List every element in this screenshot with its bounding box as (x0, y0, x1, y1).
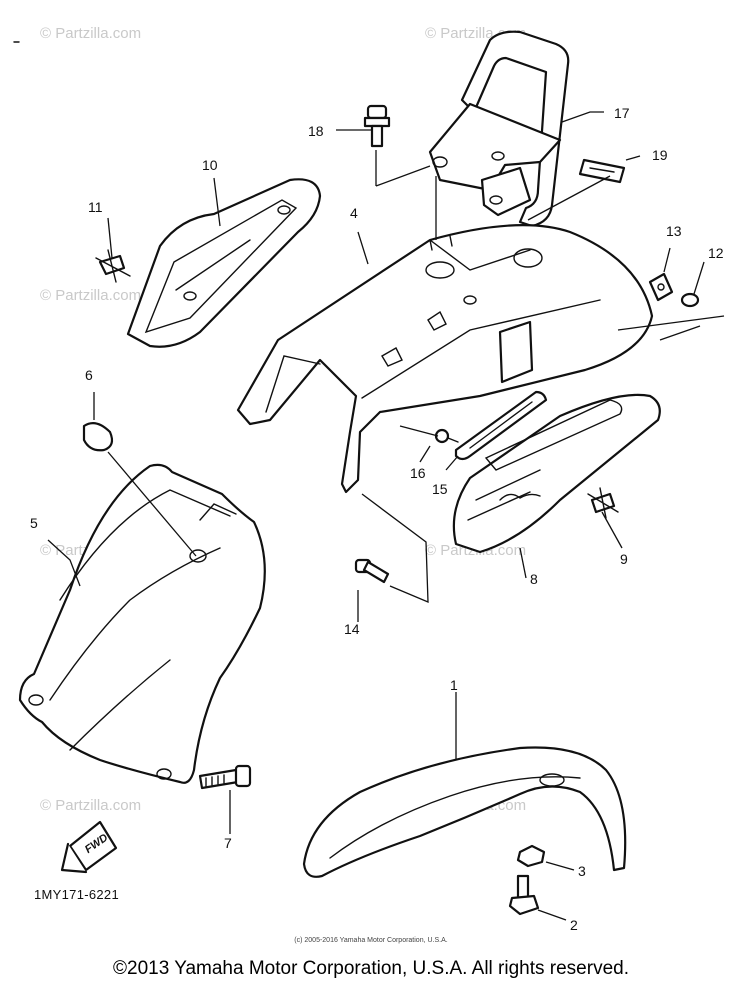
callout-number: 1 (450, 677, 458, 693)
callout-number: 7 (224, 835, 232, 851)
cap-part[interactable] (82, 421, 114, 452)
left-side-cover-part[interactable] (126, 178, 322, 348)
callout-number: 9 (620, 551, 628, 567)
fwd-arrow-icon: FWD (60, 820, 118, 874)
bolt-part[interactable] (198, 764, 252, 790)
callout-number: 6 (85, 367, 93, 383)
small-bolt-part[interactable] (434, 428, 459, 444)
inner-fender-part[interactable] (18, 463, 266, 784)
bolt-part[interactable] (354, 558, 390, 584)
watermark: © Partzilla.com (40, 797, 141, 814)
callout-number: 13 (666, 223, 682, 239)
emblem-part[interactable] (578, 158, 626, 184)
right-side-cover-part[interactable] (452, 393, 661, 554)
callout-number: 17 (614, 105, 630, 121)
callout-number: 10 (202, 157, 218, 173)
callout-labels: 1 2 3 4 5 6 7 8 9 10 11 12 13 14 15 16 1… (30, 105, 724, 933)
bracket-part[interactable] (454, 390, 548, 461)
plate-part[interactable] (648, 272, 674, 302)
washer-part[interactable] (680, 292, 700, 308)
front-fender-part[interactable] (302, 746, 627, 878)
callout-number: 12 (708, 245, 724, 261)
watermark: © Partzilla.com (40, 287, 141, 304)
watermark: © Partzilla.com (40, 25, 141, 42)
copyright-footer: ©2013 Yamaha Motor Corporation, U.S.A. A… (113, 958, 629, 979)
nut-part[interactable] (516, 844, 546, 868)
callout-number: 8 (530, 571, 538, 587)
rear-fender-part[interactable] (236, 224, 654, 494)
callout-number: 4 (350, 205, 358, 221)
callout-number: 14 (344, 621, 360, 637)
clip-part[interactable] (587, 487, 619, 519)
callout-number: 2 (570, 917, 578, 933)
small-copyright: (c) 2005-2016 Yamaha Motor Corporation, … (294, 937, 448, 944)
grab-bar-part[interactable] (428, 30, 570, 228)
callout-number: 3 (578, 863, 586, 879)
callout-number: 19 (652, 147, 668, 163)
callout-number: 5 (30, 515, 38, 531)
callout-number: 15 (432, 481, 448, 497)
bolt-part[interactable] (363, 104, 391, 148)
callout-number: 11 (88, 199, 103, 215)
callout-number: 16 (410, 465, 426, 481)
diagram-code: 1MY171-6221 (34, 887, 119, 902)
clip-part[interactable] (95, 249, 131, 283)
leader-lines (47, 111, 725, 921)
callout-number: 18 (308, 123, 324, 139)
bolt-part[interactable] (508, 874, 540, 916)
